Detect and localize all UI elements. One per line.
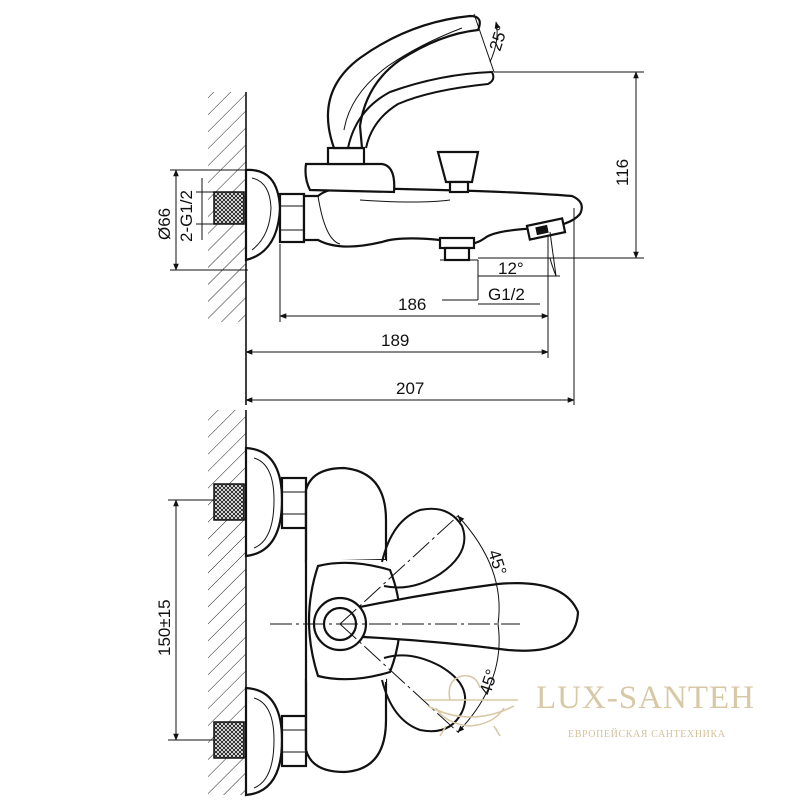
dim-length-186: 186: [398, 295, 426, 314]
inlet-thread: [213, 191, 245, 225]
lever-position-upper: [381, 507, 466, 589]
lower-inlet-thread: [213, 721, 245, 759]
lever-handle: [326, 14, 481, 150]
dim-angle-lower: 45°: [476, 667, 502, 697]
watermark-tagline: ЕВРОПЕЙСКАЯ САНТЕХНИКА: [568, 728, 726, 740]
union-nut: [278, 192, 306, 244]
handle-base: [304, 162, 396, 194]
dim-spacing: 150±15: [155, 599, 174, 656]
upper-nut: [280, 476, 308, 530]
dim-spout-angle: 25°: [486, 23, 512, 53]
watermark: LUX-SANTEH ЕВРОПЕЙСКАЯ САНТЕХНИКА: [424, 674, 755, 740]
lower-nut: [280, 714, 308, 768]
dim-length-207: 207: [396, 379, 424, 398]
lever-handle-tilted: [347, 70, 495, 149]
dim-outlet-angle: 12°: [498, 259, 524, 278]
dim-inlet-thread: 2-G1/2: [177, 190, 196, 242]
dim-length-189: 189: [381, 331, 409, 350]
front-mixer-body: [304, 466, 388, 564]
shower-outlet: [438, 236, 476, 250]
upper-inlet-thread: [213, 483, 245, 521]
lever-position-lower: [381, 654, 467, 733]
front-lever-handle: [334, 582, 580, 652]
dim-height: 116: [613, 159, 632, 186]
dim-angle-upper: 45°: [484, 547, 510, 577]
bathtub-logo-icon: [424, 674, 518, 737]
side-view: 25° 116 Ø66 2-G1/2 12° G1/2 186 189: [155, 13, 644, 405]
diverter-knob: [436, 150, 480, 184]
dim-outlet-thread: G1/2: [488, 285, 525, 304]
watermark-brand: LUX-SANTEH: [536, 680, 755, 716]
front-view: 45° 45° 150±15: [155, 410, 580, 797]
dim-diameter: Ø66: [155, 208, 174, 240]
